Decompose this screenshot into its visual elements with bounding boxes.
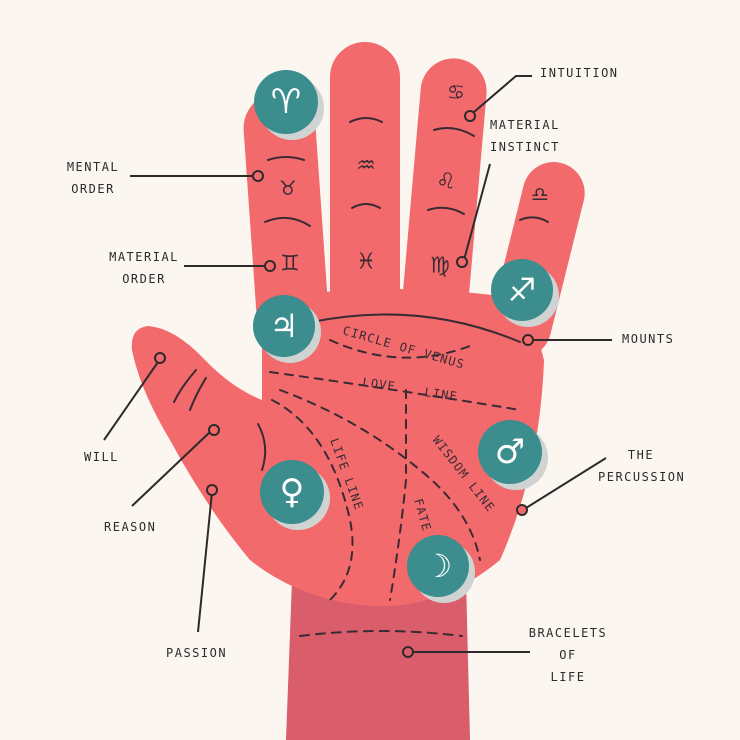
taurus-symbol: ♉ — [279, 176, 297, 200]
mars-icon: ♂ — [478, 420, 548, 490]
label-mounts: MOUNTS — [622, 332, 675, 346]
wisdom-line-curve — [279, 389, 481, 561]
leader-passion — [197, 491, 213, 633]
svg-text:♈: ♈ — [271, 82, 301, 122]
cancer-symbol: ♋ — [447, 80, 465, 104]
label-passion: PASSION — [166, 646, 228, 660]
middle-finger — [330, 42, 400, 332]
label-reason: REASON — [104, 520, 157, 534]
sagittarius-icon: ♐ — [491, 259, 559, 327]
index-finger — [243, 92, 329, 352]
label-bracelets-of-life: BRACELETS OF LIFE — [528, 626, 608, 684]
svg-text:♃: ♃ — [270, 307, 299, 345]
jupiter-icon: ♃ — [253, 295, 321, 363]
circle-of-venus-curve — [311, 313, 521, 343]
leo-symbol: ♌ — [436, 170, 456, 195]
leader-intuition — [473, 75, 532, 113]
svg-text:♀: ♀ — [280, 472, 305, 512]
leader-markers — [154, 110, 534, 658]
label-the-percussion: THE PERCUSSION — [598, 448, 686, 484]
leader-lines — [103, 75, 612, 653]
label-material-order: MATERIAL ORDER — [109, 250, 179, 286]
thumb-crease — [173, 369, 197, 403]
libra-symbol: ♎ — [531, 182, 549, 206]
fate-line-curve — [389, 389, 407, 601]
aries-icon: ♈ — [254, 70, 324, 140]
love-line-curve — [269, 371, 521, 411]
palm-lines — [173, 313, 521, 601]
thumb-crease-2 — [189, 377, 207, 411]
venus-icon: ♀ — [260, 460, 330, 530]
leader-percussion — [525, 457, 607, 509]
palm — [131, 289, 545, 607]
svg-text:♂: ♂ — [495, 432, 525, 472]
pisces-symbol: ♓ — [356, 250, 376, 275]
bracelet-line — [299, 630, 463, 637]
finger-creases — [264, 117, 549, 227]
label-will: WILL — [84, 450, 119, 464]
svg-text:☽: ☽ — [424, 547, 453, 585]
heel-crease — [257, 423, 267, 471]
label-mental-order: MENTAL ORDER — [66, 160, 120, 196]
love-line-label: LOVE — [362, 375, 397, 394]
gemini-symbol: ♊ — [280, 252, 300, 277]
circle-of-venus-dash — [329, 339, 471, 359]
label-intuition: INTUITION — [540, 66, 619, 80]
wrist — [286, 580, 470, 740]
moon-icon: ☽ — [407, 535, 475, 603]
life-line-curve — [271, 399, 354, 601]
love-line-label-2: LINE — [424, 385, 459, 404]
leader-will — [103, 361, 159, 441]
aquarius-symbol: ♒ — [356, 154, 376, 179]
label-material-instinct: MATERIAL INSTINCT — [490, 118, 560, 154]
leader-reason — [131, 431, 211, 507]
virgo-symbol: ♍ — [430, 254, 450, 279]
leader-material-instinct — [463, 163, 491, 261]
svg-text:♐: ♐ — [508, 271, 537, 309]
